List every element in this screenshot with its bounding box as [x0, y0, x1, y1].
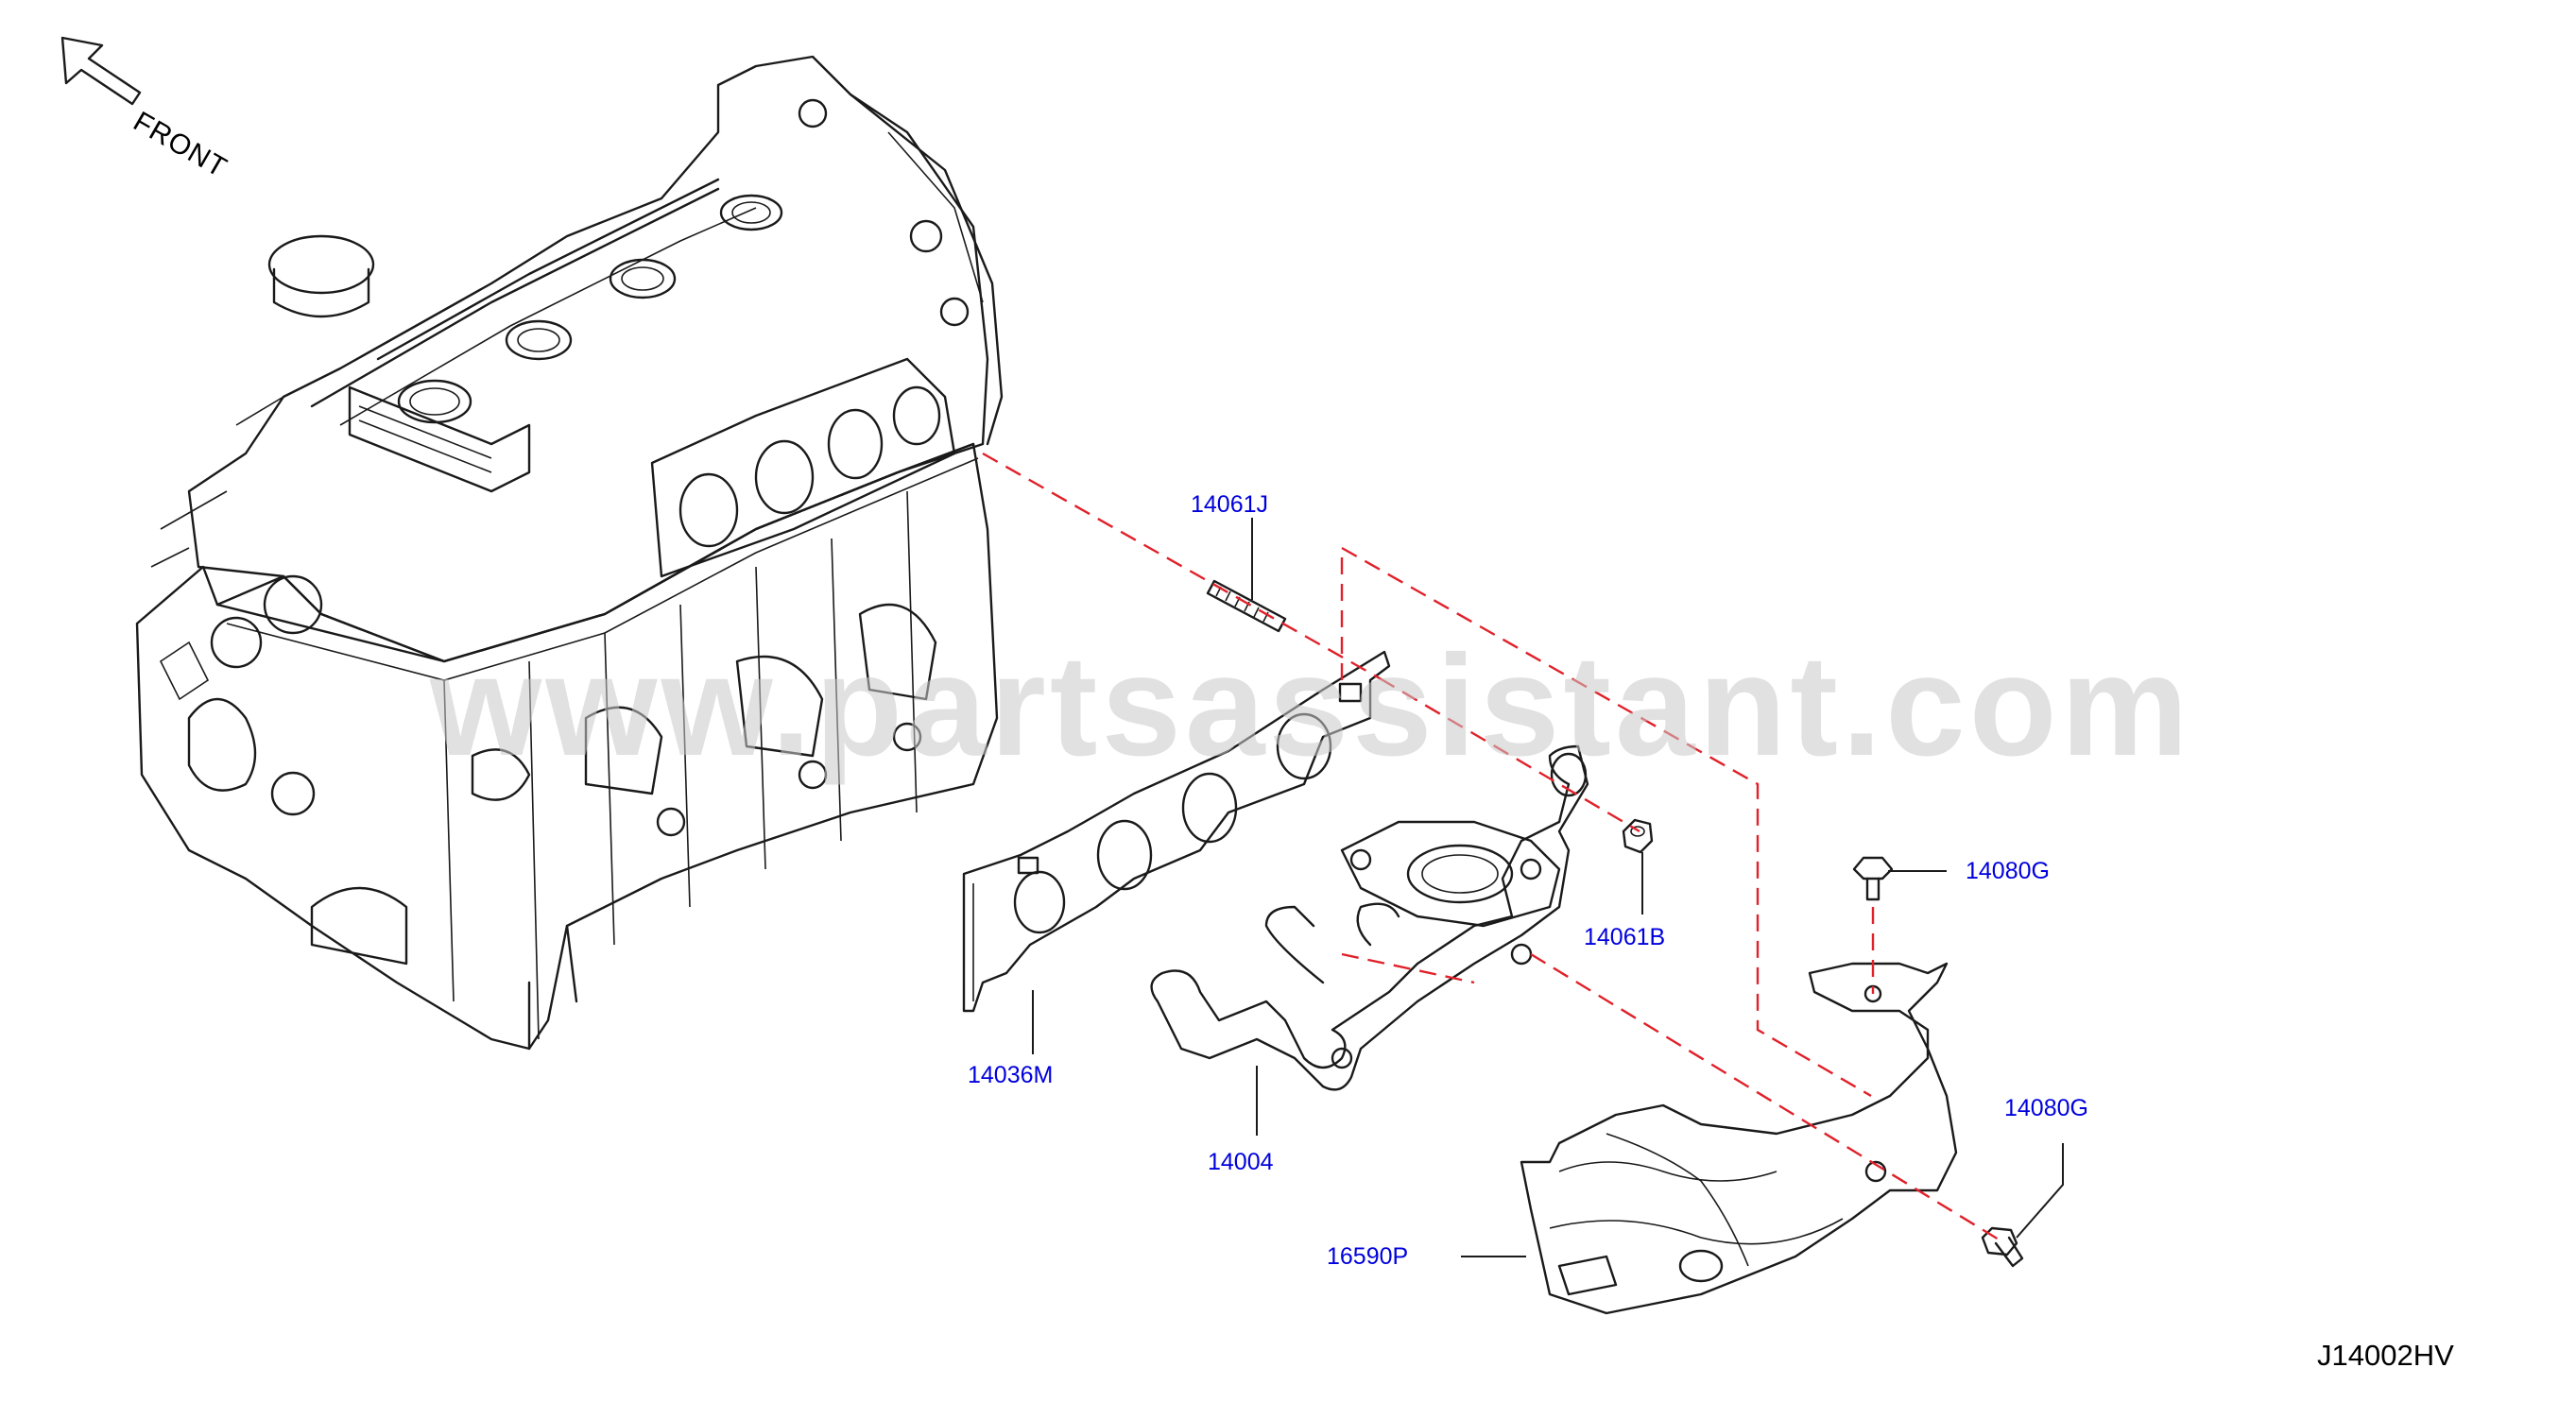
callout-14080g-upper[interactable]: 14080G	[1966, 858, 2050, 884]
gasket-14036m-illustration	[962, 650, 1391, 1013]
callout-16590p[interactable]: 16590P	[1327, 1243, 1409, 1270]
watermark: www.partsassistant.com	[430, 625, 2192, 786]
callout-14080g-lower[interactable]: 14080G	[2004, 1095, 2088, 1121]
bolt-14080g-upper-illustration	[1852, 856, 1894, 901]
stud-14061j-illustration	[1206, 579, 1287, 633]
front-arrow-icon	[60, 36, 142, 106]
callout-14061b[interactable]: 14061B	[1584, 924, 1666, 950]
engine-block-illustration	[135, 55, 1004, 1051]
bolt-14080g-lower-illustration	[1981, 1226, 2024, 1268]
callout-14004[interactable]: 14004	[1208, 1149, 1274, 1175]
heat-shield-16590p-illustration	[1520, 962, 1958, 1315]
leader-lines	[1032, 518, 2064, 1257]
diagram-code: J14002HV	[2317, 1339, 2454, 1372]
nut-14061b-illustration	[1622, 818, 1654, 854]
callout-14061j[interactable]: 14061J	[1191, 491, 1269, 518]
callout-14036m[interactable]: 14036M	[968, 1062, 1054, 1088]
exhaust-manifold-14004-illustration	[1150, 744, 1589, 1091]
alignment-lines	[982, 452, 2004, 1244]
